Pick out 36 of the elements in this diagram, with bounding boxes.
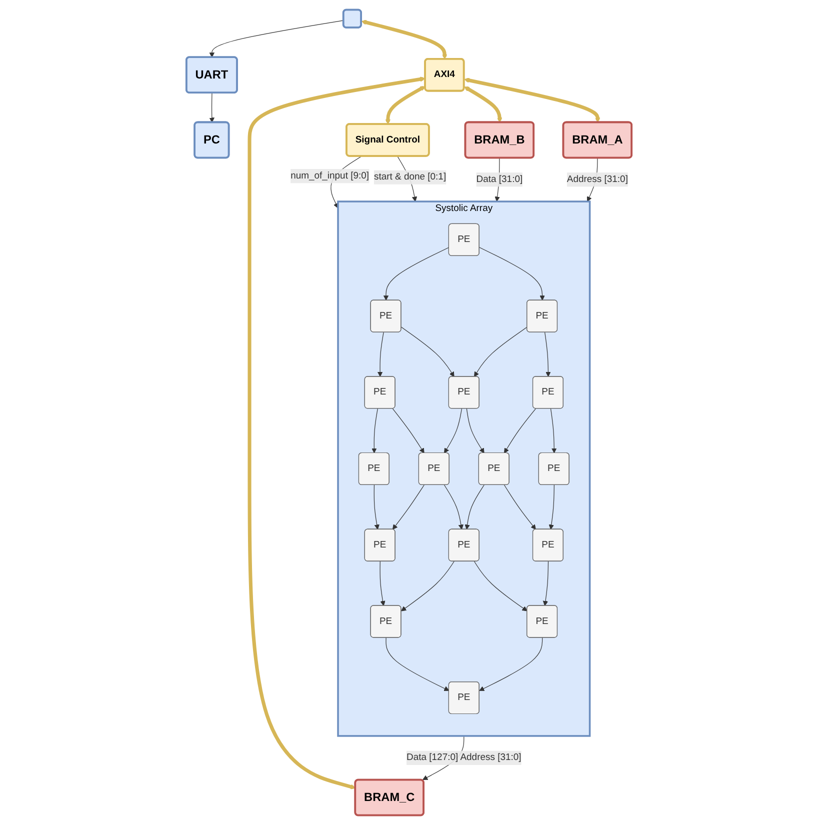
arrow xyxy=(548,484,554,530)
arrow xyxy=(474,326,528,377)
arrow xyxy=(444,484,464,530)
arrow xyxy=(386,637,450,691)
edge-label: Address [31:0] xyxy=(566,174,628,184)
edge-label: Data [127:0] Address [31:0] xyxy=(406,752,522,763)
edge-label: start & done [0:1] xyxy=(374,172,446,182)
arrow xyxy=(464,78,600,123)
arrow xyxy=(466,408,484,454)
arrow xyxy=(464,484,484,530)
arrow xyxy=(209,20,344,58)
edge-label: num_of_input [9:0] xyxy=(290,170,370,181)
arrow xyxy=(550,408,557,454)
arrow xyxy=(444,408,462,454)
arrow xyxy=(504,484,536,530)
arrow xyxy=(374,484,380,530)
arrow xyxy=(383,247,450,301)
arrow xyxy=(464,86,502,123)
arrow xyxy=(385,86,426,124)
arrow xyxy=(474,561,528,612)
arrow xyxy=(361,20,448,60)
arrow xyxy=(248,76,426,790)
arrow xyxy=(401,561,454,612)
arrow xyxy=(504,408,536,454)
arrow xyxy=(372,408,378,454)
edge-label: Data [31:0] xyxy=(476,174,523,184)
arrow xyxy=(392,484,424,530)
arrow xyxy=(392,408,424,454)
arrow xyxy=(479,247,545,301)
arrow xyxy=(544,332,551,377)
arrow xyxy=(479,637,543,691)
arrow xyxy=(377,332,384,377)
arrow xyxy=(380,561,386,606)
arrow xyxy=(400,326,454,377)
arrow xyxy=(542,561,549,606)
arrow xyxy=(209,92,214,123)
